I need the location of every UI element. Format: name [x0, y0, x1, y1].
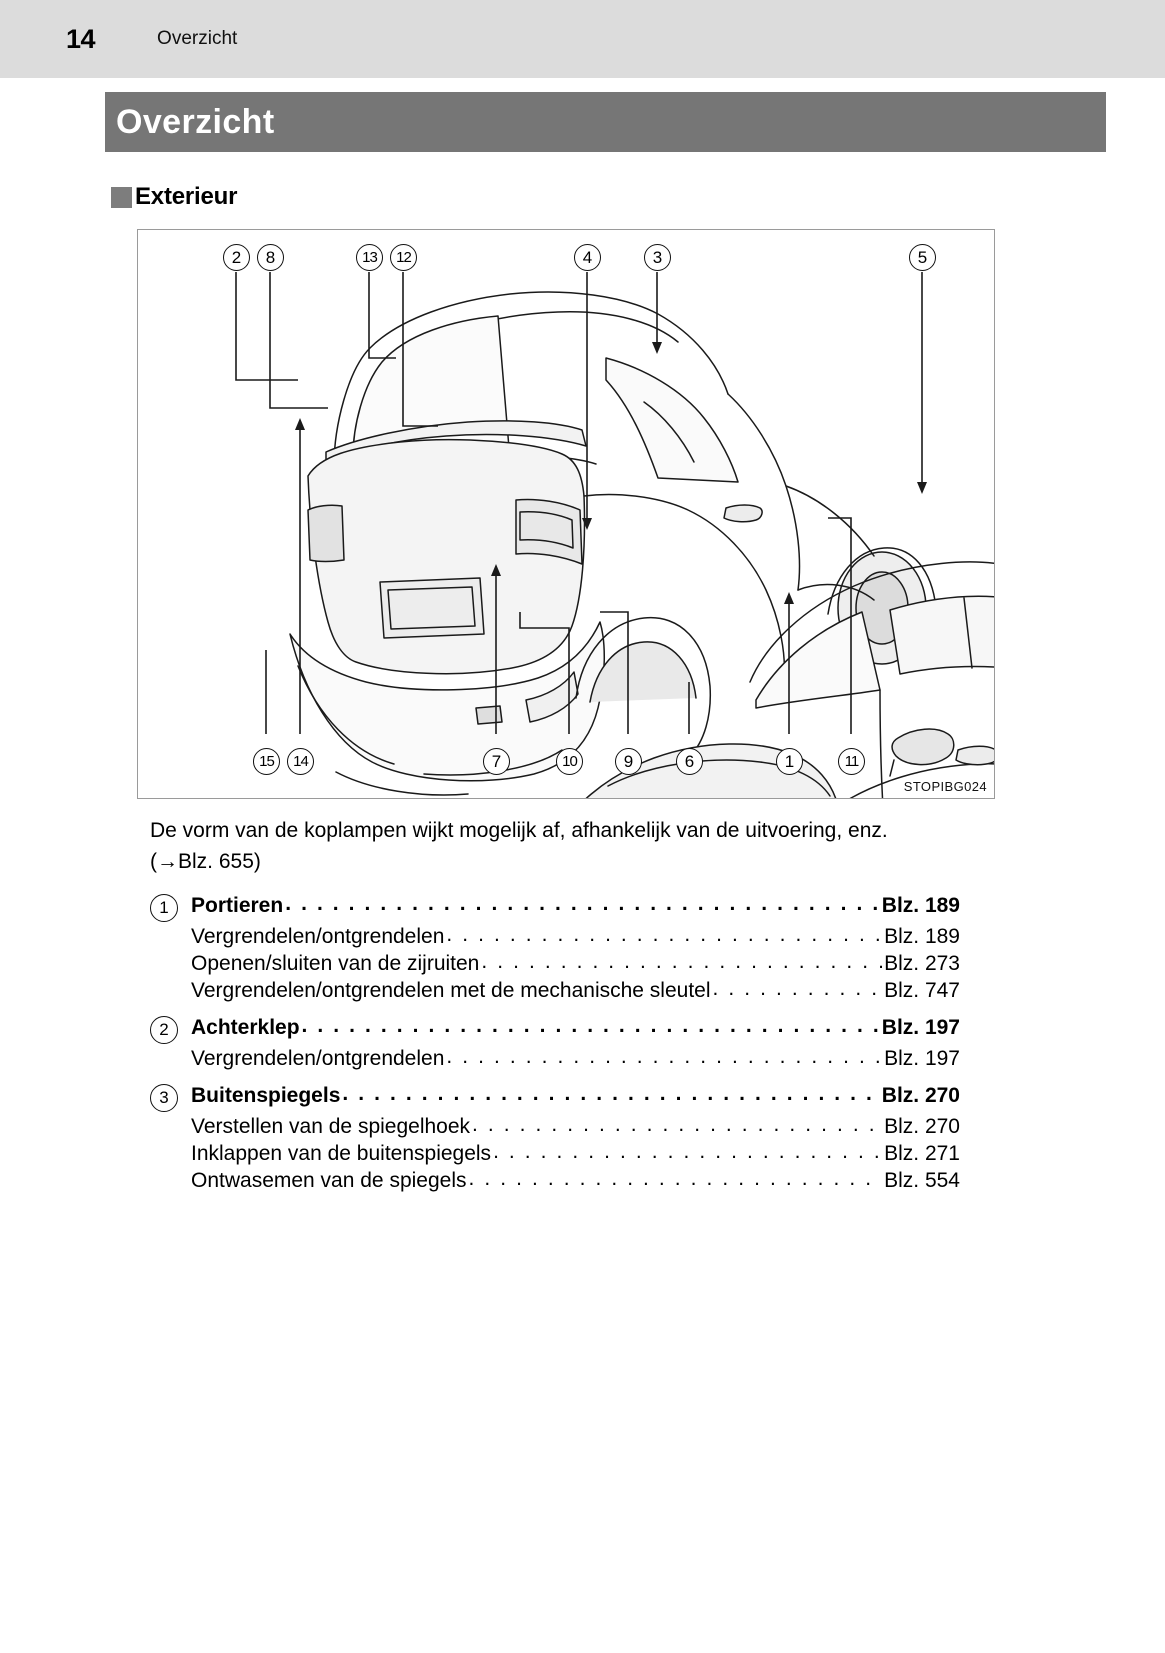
- diagram-callout-10[interactable]: 10: [556, 748, 583, 775]
- reference-sub-label: Vergrendelen/ontgrendelen met de mechani…: [191, 979, 711, 1002]
- reference-label: Buitenspiegels: [191, 1084, 341, 1107]
- reference-sub-row[interactable]: Openen/sluiten van de zijruiten . . . . …: [191, 950, 960, 976]
- reference-sub-page: Blz. 554: [884, 1169, 960, 1192]
- reference-list: 1 Portieren . . . . . . . . . . . . . . …: [150, 892, 960, 1193]
- diagram-callout-3[interactable]: 3: [644, 244, 671, 271]
- section-heading-label: Exterieur: [135, 183, 238, 210]
- leader-dots: . . . . . . . . . . . . . . . . . . . . …: [446, 1045, 883, 1068]
- reference-sub-row[interactable]: Vergrendelen/ontgrendelen met de mechani…: [191, 977, 960, 1003]
- leader-dots: . . . . . . . . . . . . . . . . . . . . …: [446, 923, 883, 946]
- reference-main-row[interactable]: 3 Buitenspiegels . . . . . . . . . . . .…: [150, 1082, 960, 1112]
- diagram-callout-8[interactable]: 8: [257, 244, 284, 271]
- reference-sub-label: Vergrendelen/ontgrendelen: [191, 925, 445, 948]
- diagram-callout-1[interactable]: 1: [776, 748, 803, 775]
- reference-sub-page: Blz. 270: [884, 1115, 960, 1138]
- leader-dots: . . . . . . . . . . . . . . . . . . . . …: [481, 950, 882, 973]
- leader-dots: . . . . . . . . . . . . . . . . . . . . …: [472, 1113, 882, 1136]
- headlamp-note: De vorm van de koplampen wijkt mogelijk …: [150, 815, 980, 877]
- reference-sub-page: Blz. 189: [884, 925, 960, 948]
- chapter-title-band: Overzicht: [105, 92, 1106, 152]
- page-header: 14 Overzicht: [0, 0, 1165, 78]
- reference-label: Achterklep: [191, 1016, 300, 1039]
- diagram-callout-15[interactable]: 15: [253, 748, 280, 775]
- reference-sub-label: Inklappen van de buitenspiegels: [191, 1142, 492, 1165]
- diagram-callout-2[interactable]: 2: [223, 244, 250, 271]
- leader-dots: . . . . . . . . . . . . . . . . . . . . …: [468, 1167, 883, 1190]
- page-number: 14: [66, 23, 96, 54]
- reference-sub-label: Openen/sluiten van de zijruiten: [191, 952, 480, 975]
- figure-code: STOPIBG024: [903, 779, 987, 794]
- header-chapter-title: Overzicht: [157, 28, 238, 49]
- diagram-callout-7[interactable]: 7: [483, 748, 510, 775]
- headlamp-note-line1: De vorm van de koplampen wijkt mogelijk …: [150, 819, 888, 842]
- reference-page: Blz. 270: [881, 1084, 960, 1107]
- reference-sub-row[interactable]: Inklappen van de buitenspiegels . . . . …: [191, 1140, 960, 1166]
- reference-number-2: 2: [150, 1016, 178, 1044]
- reference-sub-page: Blz. 271: [884, 1142, 960, 1165]
- car-exterior-line-drawing: [235, 272, 994, 798]
- reference-group-buitenspiegels: 3 Buitenspiegels . . . . . . . . . . . .…: [150, 1082, 960, 1193]
- reference-main-row[interactable]: 2 Achterklep . . . . . . . . . . . . . .…: [150, 1014, 960, 1044]
- leader-dots: . . . . . . . . . . . . . . . . . . . . …: [301, 1014, 880, 1037]
- reference-sub-page: Blz. 197: [884, 1047, 960, 1070]
- reference-page: Blz. 189: [881, 894, 960, 917]
- diagram-callout-13[interactable]: 13: [356, 244, 383, 271]
- leader-dots: . . . . . . . . . . . . . . . . . . . . …: [493, 1140, 882, 1163]
- headlamp-note-line2: (→Blz. 655): [150, 850, 261, 873]
- exterior-diagram-figure: 2 8 13 12 4 3 5 15 14 7 10 9 6 1 11 STOP…: [137, 229, 995, 799]
- diagram-callout-5[interactable]: 5: [909, 244, 936, 271]
- diagram-callout-12[interactable]: 12: [390, 244, 417, 271]
- reference-label: Portieren: [191, 894, 284, 917]
- reference-sub-row[interactable]: Ontwasemen van de spiegels . . . . . . .…: [191, 1167, 960, 1193]
- reference-sub-label: Ontwasemen van de spiegels: [191, 1169, 467, 1192]
- diagram-callout-14[interactable]: 14: [287, 748, 314, 775]
- leader-dots: . . . . . . . . . . . . . . . . . . . . …: [285, 892, 880, 915]
- diagram-callout-11[interactable]: 11: [838, 748, 865, 775]
- reference-group-achterklep: 2 Achterklep . . . . . . . . . . . . . .…: [150, 1014, 960, 1071]
- reference-sub-page: Blz. 747: [884, 979, 960, 1002]
- reference-number-3: 3: [150, 1084, 178, 1112]
- reference-sub-label: Vergrendelen/ontgrendelen: [191, 1047, 445, 1070]
- leader-dots: . . . . . . . . . . . . . . . . . . . . …: [712, 977, 883, 1000]
- reference-group-portieren: 1 Portieren . . . . . . . . . . . . . . …: [150, 892, 960, 1003]
- section-heading: Exterieur: [111, 183, 1165, 211]
- diagram-callout-6[interactable]: 6: [676, 748, 703, 775]
- reference-sub-row[interactable]: Verstellen van de spiegelhoek . . . . . …: [191, 1113, 960, 1139]
- reference-number-1: 1: [150, 894, 178, 922]
- leader-dots: . . . . . . . . . . . . . . . . . . . . …: [342, 1082, 879, 1105]
- reference-sub-row[interactable]: Vergrendelen/ontgrendelen . . . . . . . …: [191, 923, 960, 949]
- reference-sub-row[interactable]: Vergrendelen/ontgrendelen . . . . . . . …: [191, 1045, 960, 1071]
- diagram-callout-4[interactable]: 4: [574, 244, 601, 271]
- chapter-title: Overzicht: [116, 102, 275, 141]
- diagram-callout-9[interactable]: 9: [615, 748, 642, 775]
- reference-sub-page: Blz. 273: [884, 952, 960, 975]
- reference-sub-label: Verstellen van de spiegelhoek: [191, 1115, 471, 1138]
- reference-main-row[interactable]: 1 Portieren . . . . . . . . . . . . . . …: [150, 892, 960, 922]
- reference-page: Blz. 197: [881, 1016, 960, 1039]
- square-bullet-icon: [111, 186, 132, 208]
